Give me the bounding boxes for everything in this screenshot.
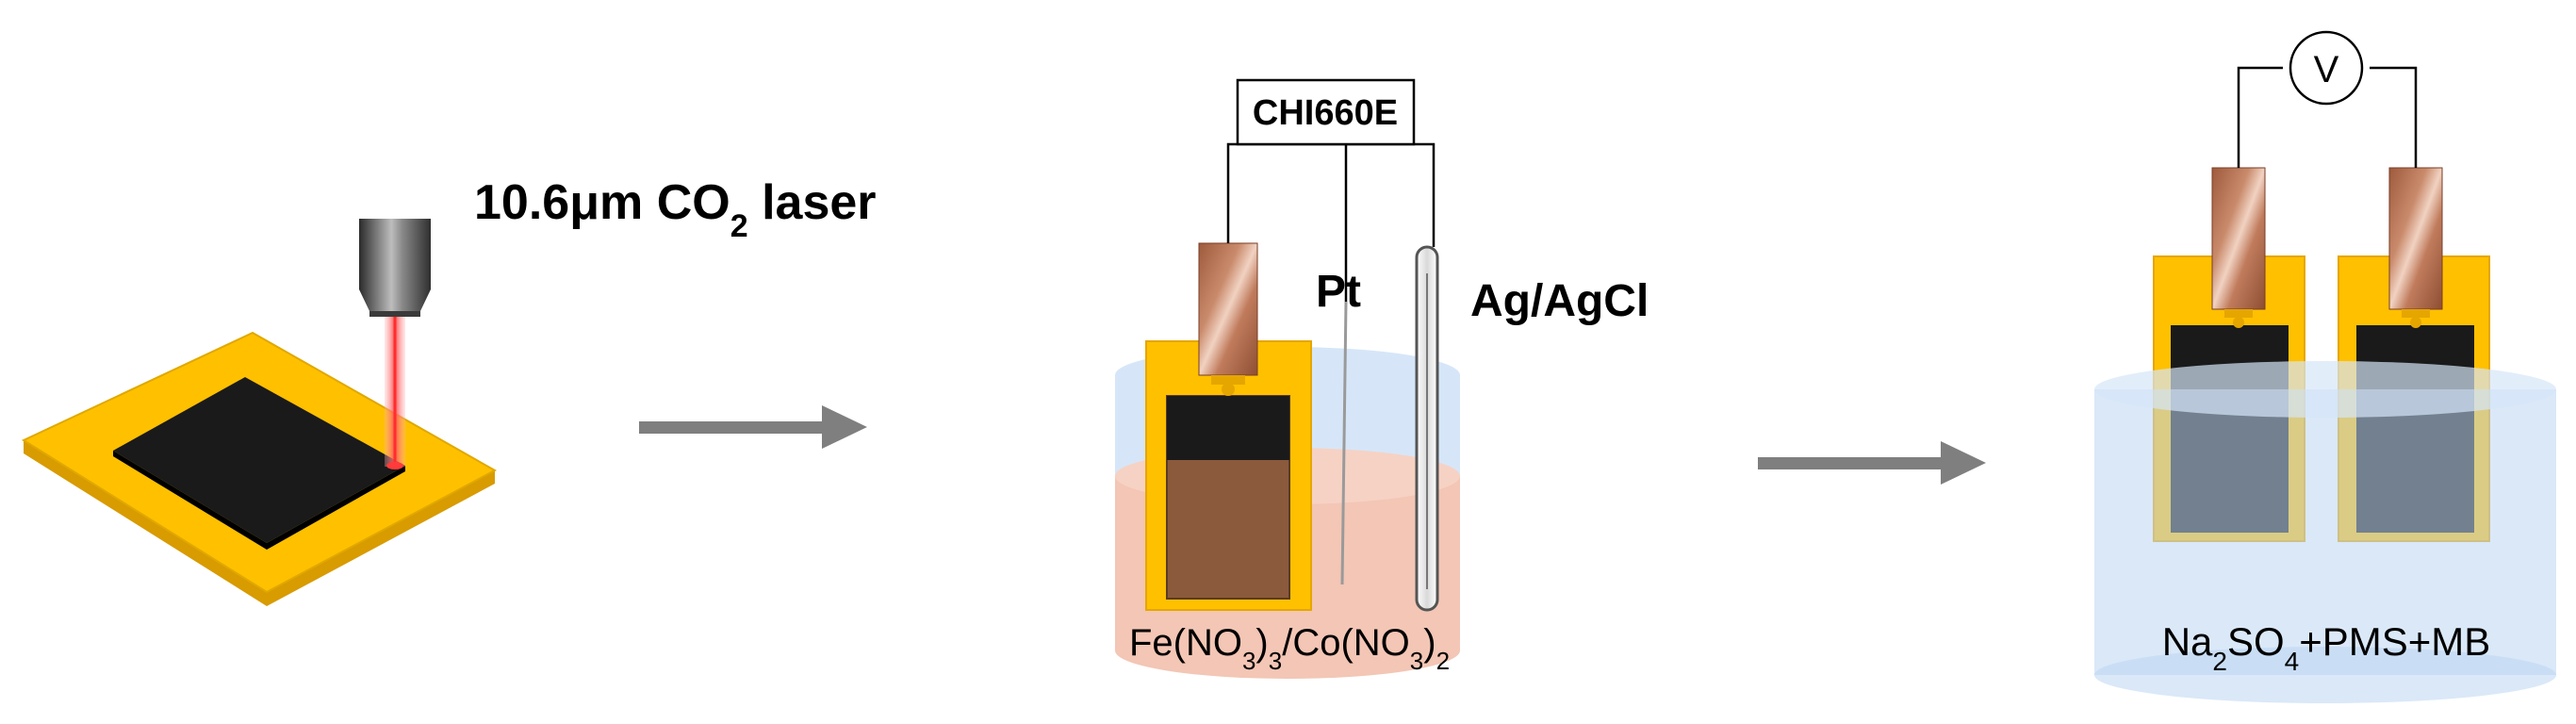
electrodeposition-panel: CHI660E Pt Ag/AgCl Fe(NO3)3/Co(NO3)2 [1115, 78, 1649, 679]
laser-head-icon [359, 219, 431, 317]
precursor-solution-label: Fe(NO3)3/Co(NO3)2 [1129, 622, 1450, 675]
working-electrode [1145, 242, 1312, 611]
voltmeter-wiring [2237, 66, 2418, 168]
laser-spot [386, 462, 403, 469]
electrolyte-label: Na2SO4+PMS+MB [2162, 619, 2491, 676]
degradation-panel: V Na2SO4+PMS+MB [2094, 30, 2556, 703]
lig-pattern [113, 377, 405, 543]
beaker-bottom [1115, 622, 1460, 679]
potentiostat-box [1236, 78, 1416, 146]
svg-text:V: V [2314, 49, 2339, 90]
laser-writing-panel: 10.6μm CO2 laser [21, 175, 877, 606]
electrolyte-surface [2094, 361, 2556, 418]
potentiostat-label: CHI660E [1253, 93, 1398, 133]
lig-edge [113, 451, 405, 550]
laser-label: 10.6μm CO2 laser [474, 175, 877, 244]
reference-electrode [1415, 245, 1439, 612]
ag-agcl-label: Ag/AgCl [1470, 276, 1649, 326]
pt-label: Pt [1316, 267, 1361, 317]
process-arrow-icon [1758, 441, 1986, 485]
electrolyte-beaker [2094, 389, 2556, 703]
polyimide-sheet-edge [24, 440, 495, 606]
voltmeter-icon: V [2289, 30, 2364, 106]
pt-counter-electrode [1340, 301, 1348, 585]
process-arrow-icon [639, 405, 867, 449]
